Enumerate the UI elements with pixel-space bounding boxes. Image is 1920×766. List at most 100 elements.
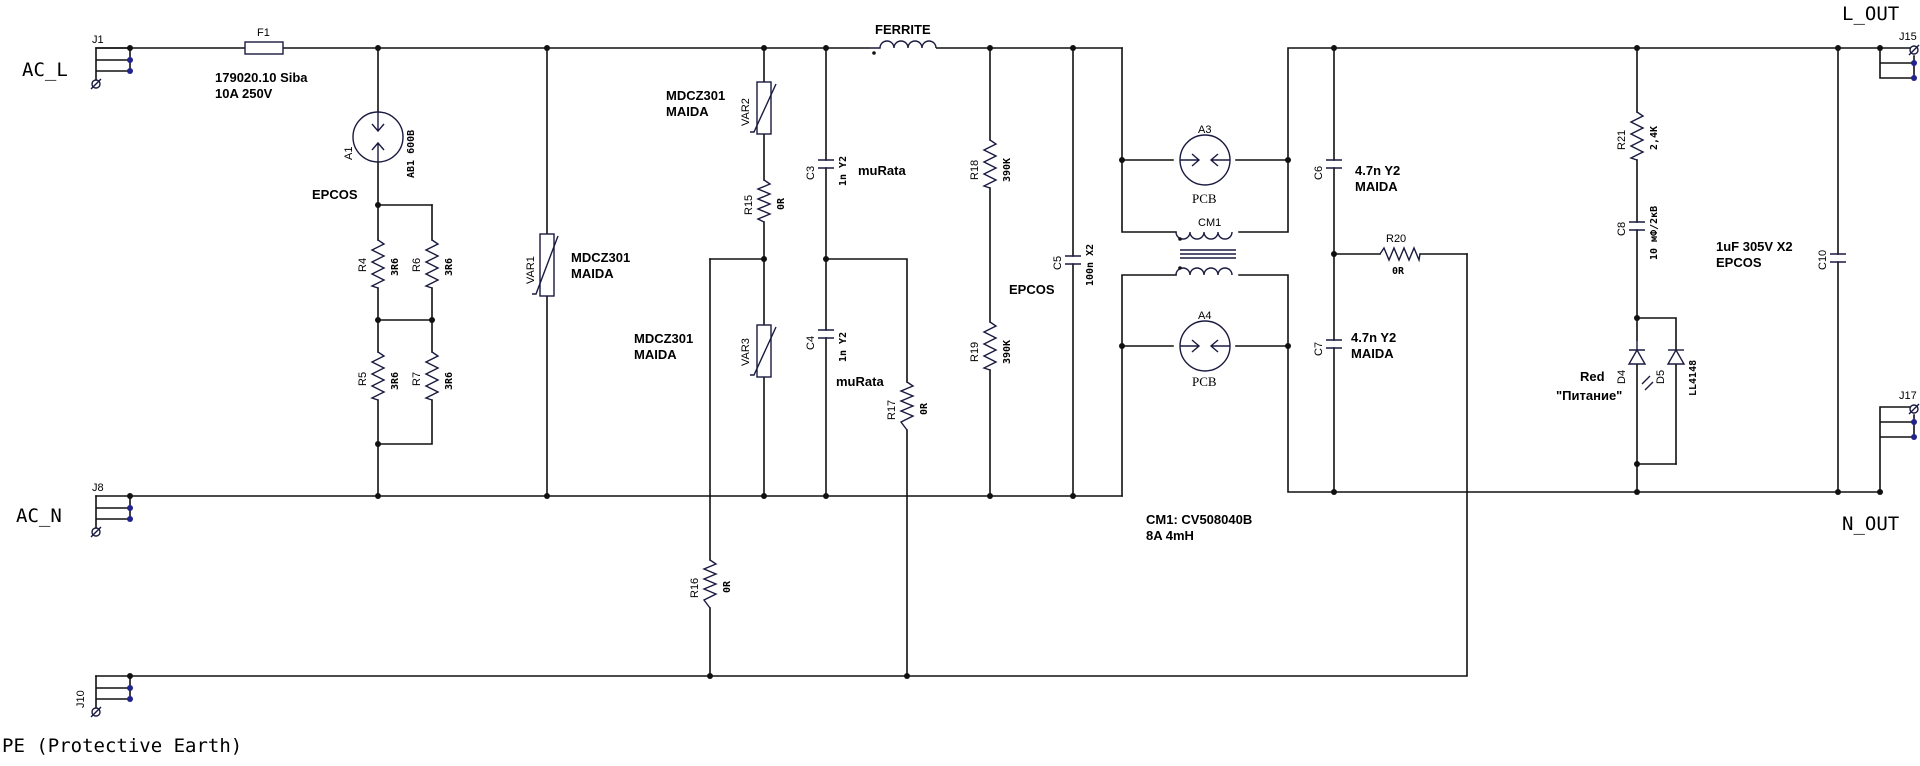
junction-dot bbox=[1070, 493, 1076, 499]
choke-cm1[interactable]: CM1 CM1: CV508040B 8A 4mH bbox=[1146, 217, 1252, 543]
component-ref: VAR3 bbox=[740, 338, 752, 366]
junction-dot bbox=[1835, 45, 1841, 51]
connector-j1[interactable]: J1 bbox=[90, 34, 133, 90]
component-value: AB1 600B bbox=[406, 130, 417, 178]
component-ref: C6 bbox=[1313, 166, 1325, 180]
component-note: 4.7n Y2 bbox=[1351, 330, 1396, 345]
component-ref: C8 bbox=[1616, 222, 1628, 236]
capacitor-c8[interactable]: C8 10 мФ/2кВ bbox=[1616, 206, 1660, 260]
component-ref: R20 bbox=[1386, 233, 1406, 245]
capacitor-c7[interactable]: C7 4.7n Y2 MAIDA bbox=[1313, 330, 1396, 361]
junction-dot bbox=[375, 45, 381, 51]
resistor-r7[interactable]: R7 3R6 bbox=[411, 351, 455, 401]
component-note: MAIDA bbox=[1351, 346, 1394, 361]
component-value: 0R bbox=[722, 580, 733, 593]
component-value: 2,4K bbox=[1649, 126, 1660, 150]
junction-dot bbox=[1331, 489, 1337, 495]
resistor-r16[interactable]: R16 0R bbox=[689, 559, 733, 609]
junction-dot bbox=[823, 45, 829, 51]
resistor-r17[interactable]: R17 0R bbox=[886, 381, 930, 431]
resistor-r15[interactable]: R15 0R bbox=[743, 179, 787, 223]
component-note: 179020.10 Siba bbox=[215, 70, 308, 85]
component-value: 0R bbox=[1392, 266, 1405, 277]
junctions bbox=[127, 45, 1883, 679]
connector-ref: J17 bbox=[1899, 390, 1917, 402]
capacitor-c3[interactable]: C3 1n Y2 muRata bbox=[805, 156, 906, 186]
component-ref: A4 bbox=[1198, 310, 1211, 322]
component-note: Red bbox=[1580, 369, 1605, 384]
component-value: 1n Y2 bbox=[838, 156, 849, 186]
connector-ref: J8 bbox=[92, 482, 104, 494]
component-ref: A1 bbox=[343, 147, 355, 160]
junction-dot bbox=[1634, 45, 1640, 51]
resistor-r20[interactable]: R20 0R bbox=[1379, 233, 1421, 277]
capacitor-c4[interactable]: C4 1n Y2 muRata bbox=[805, 329, 884, 389]
component-value: PCB bbox=[1192, 374, 1217, 389]
junction-dot bbox=[375, 202, 381, 208]
net-label-n-out: N_OUT bbox=[1842, 513, 1899, 535]
inductor-ferrite[interactable]: FERRITE bbox=[870, 22, 937, 55]
capacitor-c6[interactable]: C6 4.7n Y2 MAIDA bbox=[1313, 159, 1400, 194]
resistor-r21[interactable]: R21 2,4K bbox=[1616, 111, 1660, 161]
component-note: EPCOS bbox=[1716, 255, 1762, 270]
junction-dot bbox=[1331, 251, 1337, 257]
junction-dot bbox=[1331, 45, 1337, 51]
component-ref: VAR1 bbox=[525, 256, 537, 284]
junction-dot bbox=[1119, 343, 1125, 349]
component-value: 3R6 bbox=[444, 258, 455, 276]
junction-dot bbox=[904, 673, 910, 679]
junction-dot bbox=[544, 493, 550, 499]
component-note: EPCOS bbox=[312, 187, 358, 202]
capacitor-c10[interactable]: C10 1uF 305V X2 EPCOS bbox=[1716, 239, 1846, 270]
component-value: 390K bbox=[1002, 158, 1013, 182]
resistor-r18[interactable]: R18 390K bbox=[969, 139, 1013, 189]
connector-j8[interactable]: J8 bbox=[90, 482, 133, 538]
component-value: PCB bbox=[1192, 191, 1217, 206]
component-note: muRata bbox=[836, 374, 884, 389]
resistor-r19[interactable]: R19 390K bbox=[969, 321, 1013, 371]
junction-dot bbox=[1119, 157, 1125, 163]
component-note: MAIDA bbox=[571, 266, 614, 281]
junction-dot bbox=[429, 317, 435, 323]
component-note: MAIDA bbox=[634, 347, 677, 362]
component-ref: R15 bbox=[743, 195, 755, 215]
component-value: 3R6 bbox=[390, 258, 401, 276]
connector-j17[interactable]: J17 bbox=[1879, 390, 1920, 493]
connector-j15[interactable]: J15 bbox=[1879, 31, 1920, 81]
capacitor-c5[interactable]: C5 100n X2 EPCOS bbox=[1009, 244, 1096, 297]
arrester-a1[interactable]: A1 AB1 600B EPCOS bbox=[312, 111, 417, 202]
component-ref: D4 bbox=[1616, 370, 1628, 384]
component-note: CM1: CV508040B bbox=[1146, 512, 1252, 527]
net-label-l-out: L_OUT bbox=[1842, 3, 1899, 25]
component-ref: C4 bbox=[805, 336, 817, 350]
connector-j10[interactable]: J10 bbox=[75, 675, 133, 718]
component-ref: A3 bbox=[1198, 124, 1211, 136]
junction-dot bbox=[544, 45, 550, 51]
component-ref: R18 bbox=[969, 160, 981, 180]
component-value: 390K bbox=[1002, 340, 1013, 364]
component-ref: C3 bbox=[805, 166, 817, 180]
varistor-var1[interactable]: VAR1 MDCZ301 MAIDA bbox=[525, 233, 630, 297]
connector-ref: J15 bbox=[1899, 31, 1917, 43]
component-note: "Питание" bbox=[1556, 388, 1622, 403]
resistor-r5[interactable]: R5 3R6 bbox=[357, 351, 401, 401]
component-ref: C7 bbox=[1313, 342, 1325, 356]
led-d4[interactable]: D4 Red "Питание" bbox=[1556, 340, 1654, 403]
varistor-var3[interactable]: VAR3 MDCZ301 MAIDA bbox=[634, 324, 777, 378]
component-label: FERRITE bbox=[875, 22, 931, 37]
diode-d5[interactable]: D5 LL4148 bbox=[1655, 348, 1699, 396]
resistor-r6[interactable]: R6 3R6 bbox=[411, 239, 455, 289]
varistor-var2[interactable]: VAR2 MDCZ301 MAIDA bbox=[666, 81, 777, 135]
component-ref: R5 bbox=[357, 372, 369, 386]
fuse-f1[interactable]: F1 179020.10 Siba 10A 250V bbox=[215, 27, 308, 101]
arrester-a3[interactable]: A3 PCB bbox=[1179, 124, 1231, 206]
component-ref: D5 bbox=[1655, 370, 1667, 384]
component-ref: C10 bbox=[1817, 250, 1829, 270]
component-ref: VAR2 bbox=[740, 98, 752, 126]
component-ref: F1 bbox=[257, 27, 270, 39]
arrester-a4[interactable]: A4 PCB bbox=[1179, 310, 1231, 389]
resistor-r4[interactable]: R4 3R6 bbox=[357, 239, 401, 289]
component-note: MDCZ301 bbox=[634, 331, 693, 346]
component-note: EPCOS bbox=[1009, 282, 1055, 297]
